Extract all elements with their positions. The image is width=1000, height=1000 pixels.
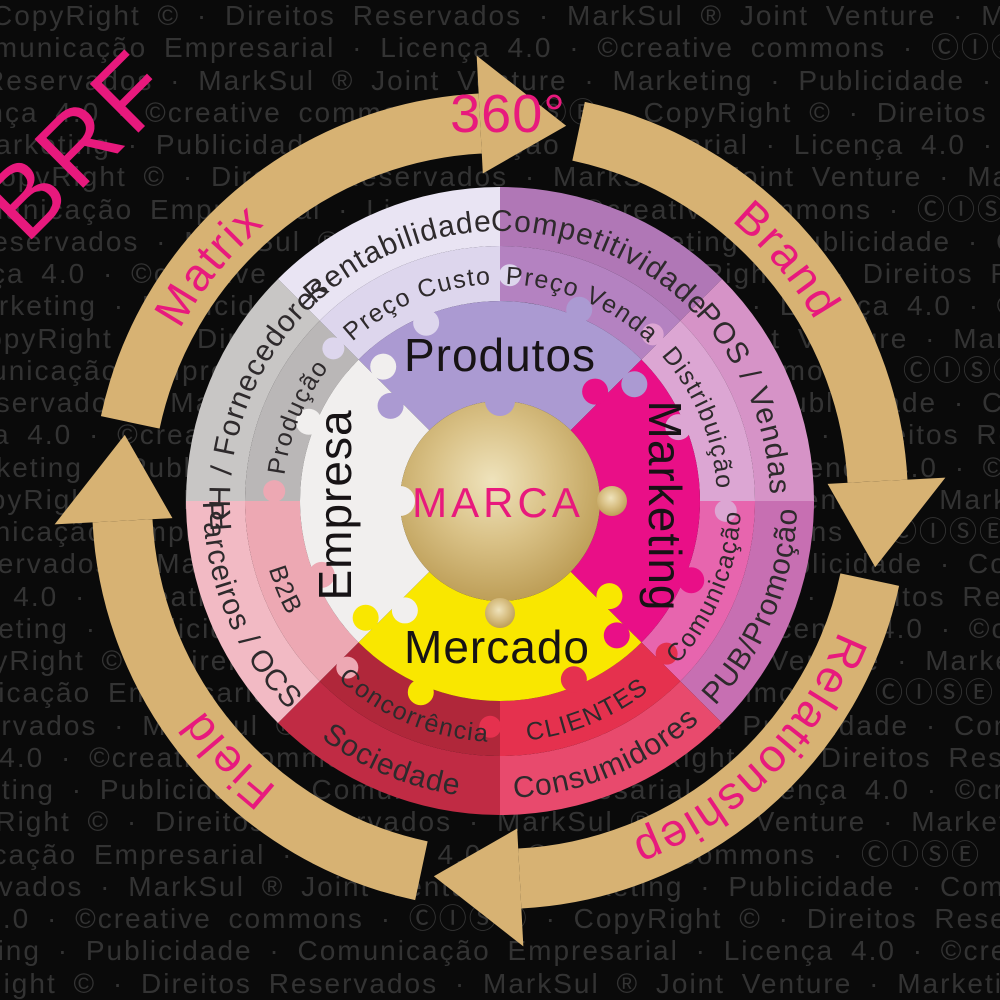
puzzle-knob (665, 414, 692, 441)
sector-outer (680, 501, 814, 724)
puzzle-knob (391, 597, 418, 624)
core-knob (597, 486, 627, 516)
puzzle-knob (407, 679, 434, 706)
inner-label-mercado: Mercado (404, 621, 590, 673)
ring-arrowhead (827, 477, 946, 568)
inner-label-marketing: Marketing (639, 401, 691, 612)
inner-label-produtos: Produtos (404, 329, 596, 381)
puzzle-knob (714, 499, 737, 522)
label-360-degrees: 360° (450, 84, 566, 144)
brand-core-label: MARCA (412, 479, 584, 526)
puzzle-knob (498, 264, 521, 287)
sector-middle (319, 246, 500, 360)
ring-arc (92, 519, 428, 901)
puzzle-knob (263, 480, 286, 503)
ring-arrowhead (54, 434, 173, 525)
sector-outer (500, 187, 723, 321)
puzzle-knob (377, 392, 404, 419)
puzzle-knob (322, 337, 345, 360)
core-knob (385, 486, 415, 516)
puzzle-knob (295, 408, 322, 435)
sector-outer (277, 681, 500, 815)
puzzle-knob (566, 296, 593, 323)
brand-core-puzzle-knobs (385, 386, 627, 628)
brand-core-circle (400, 401, 600, 601)
core-knob (485, 598, 515, 628)
ring-arrowhead (476, 55, 567, 174)
puzzle-knob (413, 309, 440, 336)
watermark-row: Marketing · Publicidade · Comunicação Em… (0, 935, 1000, 967)
watermark-row: Comunicação Empresarial · Licença 4.0 · … (0, 32, 1000, 64)
sector-middle (641, 320, 755, 501)
sector-outer (680, 278, 814, 501)
puzzle-knob (641, 323, 664, 346)
puzzle-knob (479, 715, 502, 738)
sector-middle (245, 501, 359, 682)
ring-arc (572, 101, 908, 483)
cycle-ring-arrows (54, 55, 946, 947)
puzzle-knob (655, 642, 678, 665)
puzzle-knob (603, 622, 630, 649)
puzzle-knob (308, 561, 335, 588)
ring-arc (518, 573, 900, 909)
watermark-row: CopyRight © · Direitos Reservados · Mark… (0, 967, 1000, 999)
sector-outer (277, 187, 500, 321)
puzzle-knobs (263, 264, 737, 738)
watermark-row: CopyRight © · Direitos Reservados · Mark… (0, 0, 1000, 31)
sector-outer (500, 681, 723, 815)
sector-outer (186, 278, 320, 501)
puzzle-knob (596, 583, 623, 610)
puzzle-knob (560, 666, 587, 693)
inner-label-empresa: Empresa (309, 409, 361, 600)
puzzle-knob (678, 567, 705, 594)
outer-ring-sectors (186, 187, 814, 815)
core-knob (485, 386, 515, 416)
puzzle-knob (352, 604, 379, 631)
sector-outer (186, 501, 320, 724)
ring-arrowhead (433, 828, 524, 947)
puzzle-knob (582, 378, 609, 405)
puzzle-knob (336, 656, 359, 679)
puzzle-knob (621, 371, 648, 398)
label-brf: BRF (0, 27, 196, 260)
puzzle-knob (370, 353, 397, 380)
sector-middle (500, 642, 681, 756)
ring-arc (100, 93, 482, 429)
